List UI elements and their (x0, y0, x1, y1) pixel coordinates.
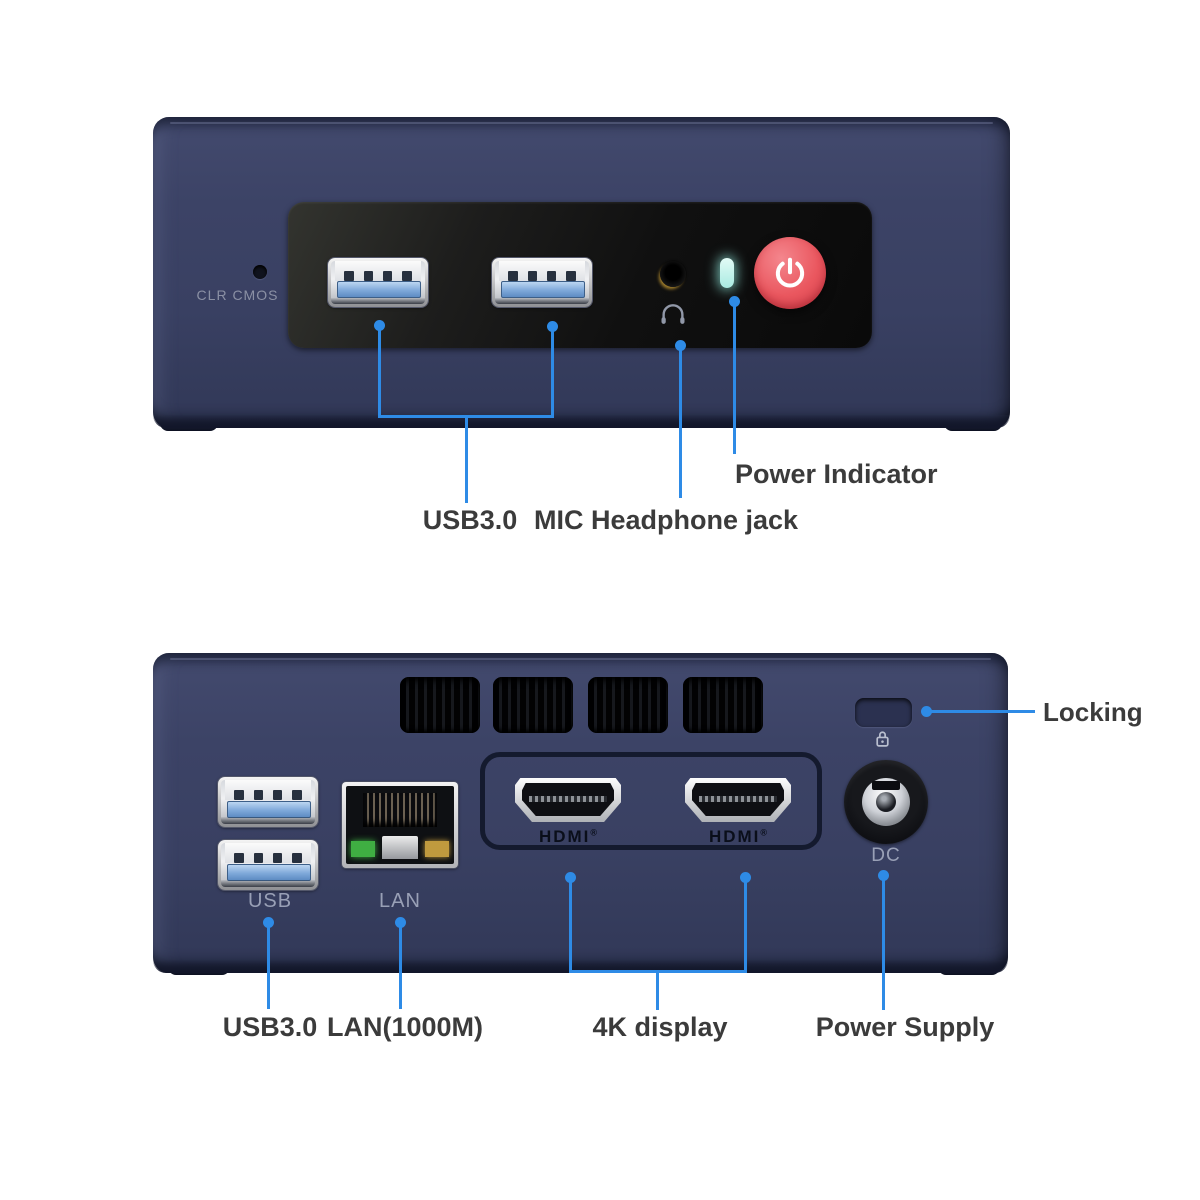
callout-line (569, 882, 572, 972)
callout-dot (374, 320, 385, 331)
usb-port-interior (221, 843, 315, 887)
headphone-icon (661, 304, 685, 324)
lan-pins (363, 793, 437, 828)
callout-dot (547, 321, 558, 332)
dc-power-jack (844, 760, 928, 844)
callout-dot (740, 872, 751, 883)
power-icon (775, 257, 805, 288)
hdmi-pins (528, 795, 608, 803)
callout-dot (263, 917, 274, 928)
lock-slot (855, 698, 912, 727)
usb-port-back-1 (218, 777, 318, 827)
lan-port-interior (346, 786, 454, 864)
callout-line (399, 927, 402, 1009)
callout-dot (565, 872, 576, 883)
dc-jack-ring (862, 778, 910, 826)
dc-jack-pin (876, 792, 896, 812)
usb-port-front-2 (492, 258, 592, 307)
callout-line (465, 418, 468, 503)
cmos-pinhole (253, 265, 267, 279)
usb-port-front-1 (328, 258, 428, 307)
callout-line (744, 882, 747, 972)
usb-tongue (226, 863, 312, 881)
headphone-jack (660, 261, 686, 287)
front-bottom-edge (153, 415, 1010, 428)
lan-clip-tab (381, 835, 419, 860)
callout-label-usb-back: USB3.0 (222, 1012, 318, 1042)
front-io-panel (288, 202, 872, 348)
usb-port-interior (495, 261, 589, 304)
hdmi-port-label: HDMI® (708, 827, 768, 846)
usb-port-interior (331, 261, 425, 304)
callout-line (551, 330, 554, 418)
callout-dot (921, 706, 932, 717)
lan-led-green (351, 840, 376, 857)
lan-led-amber (424, 840, 449, 857)
callout-line (679, 350, 682, 498)
back-view-device: USB LAN HDMI® HDMI® (153, 653, 1008, 973)
usb-port-back-2 (218, 840, 318, 890)
lan-port-label: LAN (379, 890, 421, 912)
usb-port-interior (221, 780, 315, 824)
usb-tongue (500, 281, 586, 298)
callout-dot (395, 917, 406, 928)
hdmi-port-2 (685, 778, 791, 822)
lock-icon (876, 731, 889, 747)
callout-line (930, 710, 1035, 713)
callout-label-power-supply: Power Supply (815, 1012, 995, 1042)
vent-grille (400, 677, 480, 733)
vent-grille (683, 677, 763, 733)
callout-label-usb-front: USB3.0 (422, 505, 518, 535)
callout-dot (729, 296, 740, 307)
vent-grille (588, 677, 668, 733)
usb-tongue (226, 800, 312, 818)
callout-line (267, 927, 270, 1009)
vent-grille (493, 677, 573, 733)
power-indicator-led (720, 258, 734, 288)
callout-label-mic-headphone: MIC Headphone jack (533, 505, 799, 535)
callout-label-locking: Locking (1043, 697, 1143, 727)
cmos-label: CLR CMOS (196, 287, 279, 303)
callout-line (882, 880, 885, 1010)
callout-line (378, 415, 554, 418)
callout-line (733, 306, 736, 454)
callout-dot (878, 870, 889, 881)
usb-tongue (336, 281, 422, 298)
dc-port-label: DC (871, 845, 901, 866)
callout-dot (675, 340, 686, 351)
callout-line (378, 330, 381, 418)
hdmi-port-label: HDMI® (538, 827, 598, 846)
power-button (754, 237, 826, 309)
callout-label-lan: LAN(1000M) (326, 1012, 484, 1042)
hdmi-group-outline (480, 752, 822, 850)
hdmi-pins (698, 795, 778, 803)
callout-line (656, 972, 659, 1010)
lan-port (342, 782, 458, 868)
usb-port-label: USB (247, 890, 293, 912)
front-view-device: CLR CMOS (153, 117, 1010, 428)
callout-line (569, 970, 747, 973)
callout-label-power-indicator: Power Indicator (735, 459, 938, 489)
back-bottom-edge (153, 960, 1008, 973)
callout-label-4k-display: 4K display (592, 1012, 728, 1042)
hdmi-port-1 (515, 778, 621, 822)
